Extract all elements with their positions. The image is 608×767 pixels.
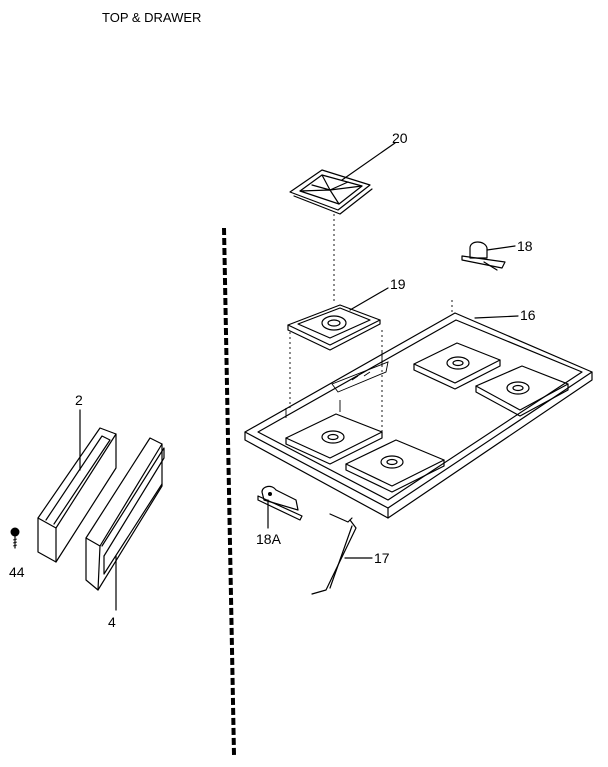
part-44-screw — [10, 527, 20, 549]
part-18a-bracket — [257, 485, 303, 529]
diagram-title: TOP & DRAWER — [102, 10, 201, 25]
label-19: 19 — [390, 276, 406, 292]
part-16-cooktop — [244, 312, 593, 519]
label-2: 2 — [75, 392, 83, 408]
label-18a: 18A — [256, 531, 282, 547]
label-16: 16 — [520, 307, 536, 323]
part-2-drawer-front — [37, 409, 117, 563]
label-4: 4 — [108, 614, 116, 630]
separator-dashed-line — [222, 227, 236, 756]
part-19-drip-pan — [287, 287, 389, 351]
label-44: 44 — [9, 564, 25, 580]
label-17: 17 — [374, 550, 390, 566]
label-18: 18 — [517, 238, 533, 254]
part-18-clip — [461, 241, 516, 271]
label-20: 20 — [392, 130, 408, 146]
part-17-rod — [311, 513, 373, 595]
part-20-grate — [289, 142, 396, 215]
guide-lines — [289, 214, 453, 432]
part-4-drawer — [85, 437, 165, 611]
